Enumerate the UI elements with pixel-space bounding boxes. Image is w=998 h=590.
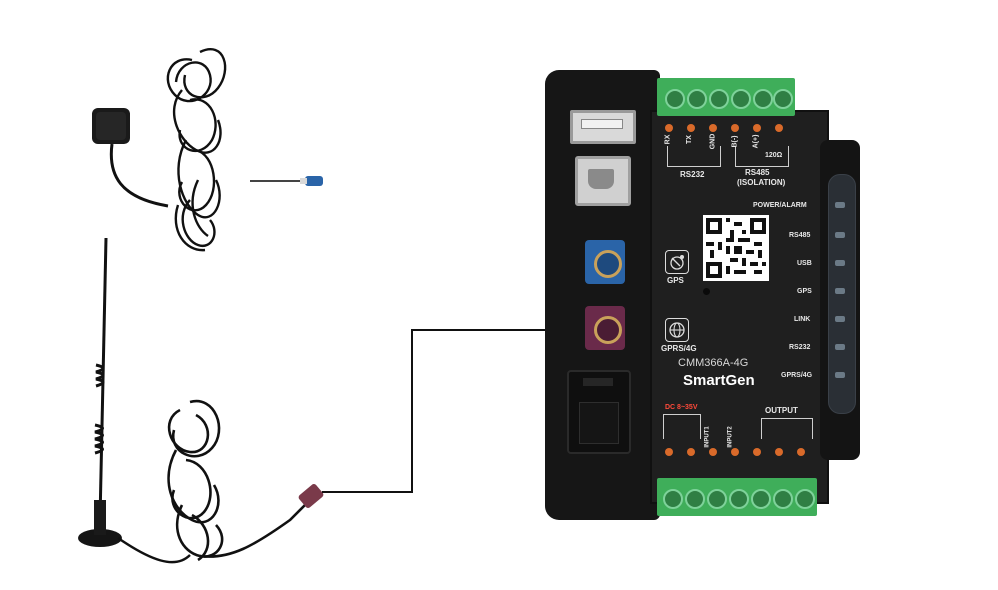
input1-label: INPUT1 — [704, 426, 711, 448]
rs232-pin-tx: TX — [685, 135, 693, 144]
power-bracket — [663, 414, 701, 439]
led-power-alarm — [835, 202, 845, 208]
led-lens-strip — [828, 174, 856, 414]
led-label-power-alarm: POWER/ALARM — [753, 202, 807, 209]
rs485-pin-term: 120Ω — [765, 152, 783, 159]
led-rs485 — [835, 232, 845, 238]
rs232-bracket — [667, 146, 721, 167]
led-gprs — [835, 372, 845, 378]
input2-label: INPUT2 — [727, 426, 734, 448]
gps-satellite-icon — [665, 250, 689, 274]
rs485-isolation-label: (ISOLATION) — [737, 178, 786, 187]
gprs-globe-icon — [665, 318, 689, 342]
led-link — [835, 316, 845, 322]
reset-pinhole[interactable] — [703, 288, 710, 295]
gprs-wire — [322, 329, 590, 493]
top-terminal-dots — [663, 124, 813, 134]
led-label-rs232: RS232 — [789, 344, 811, 351]
sim-card-slot[interactable] — [567, 370, 631, 454]
top-terminal-block — [657, 78, 795, 116]
rs485-label: RS485 — [745, 168, 770, 177]
gps-cable-connector — [250, 176, 323, 186]
4g-cable-connector — [298, 484, 324, 508]
bottom-terminal-dots — [663, 448, 813, 458]
4g-antenna-whip — [78, 237, 191, 564]
gprs-port-label: GPRS/4G — [661, 344, 697, 353]
usb-a-port[interactable] — [570, 110, 636, 144]
rs485-bracket — [735, 146, 789, 167]
led-label-gprs: GPRS/4G — [781, 372, 813, 379]
power-range-label: DC 8~35V — [665, 404, 698, 411]
gps-antenna-port[interactable] — [585, 240, 625, 284]
output-label: OUTPUT — [765, 406, 798, 415]
rs485-pin-a: A(+) — [752, 134, 760, 149]
4g-coiled-cable — [167, 399, 311, 562]
device-brand-logo: SmartGen — [683, 372, 755, 389]
rs485-pin-b: B(-) — [731, 135, 739, 148]
device-face — [650, 110, 829, 504]
led-usb — [835, 260, 845, 266]
led-gps — [835, 288, 845, 294]
gps-antenna-puck — [92, 108, 169, 208]
usb-b-port[interactable] — [575, 156, 631, 206]
device-model: CMM366A-4G — [678, 357, 749, 369]
device-body: RX TX GND RS232 B(-) A(+) 120Ω RS485 (IS… — [545, 70, 860, 520]
qr-code — [703, 215, 769, 281]
led-label-gps: GPS — [797, 288, 812, 295]
led-label-usb: USB — [797, 260, 812, 267]
gps-port-label: GPS — [667, 276, 684, 285]
led-label-rs485: RS485 — [789, 232, 811, 239]
output-bracket — [761, 418, 813, 439]
rs232-label: RS232 — [680, 170, 705, 179]
gprs-antenna-port[interactable] — [585, 306, 625, 350]
rs232-pin-gnd: GND — [709, 133, 717, 150]
bottom-terminal-block — [657, 478, 817, 516]
gps-coiled-cable — [166, 48, 227, 252]
led-rs232 — [835, 344, 845, 350]
rs232-pin-rx: RX — [664, 134, 672, 145]
led-label-link: LINK — [794, 316, 811, 323]
